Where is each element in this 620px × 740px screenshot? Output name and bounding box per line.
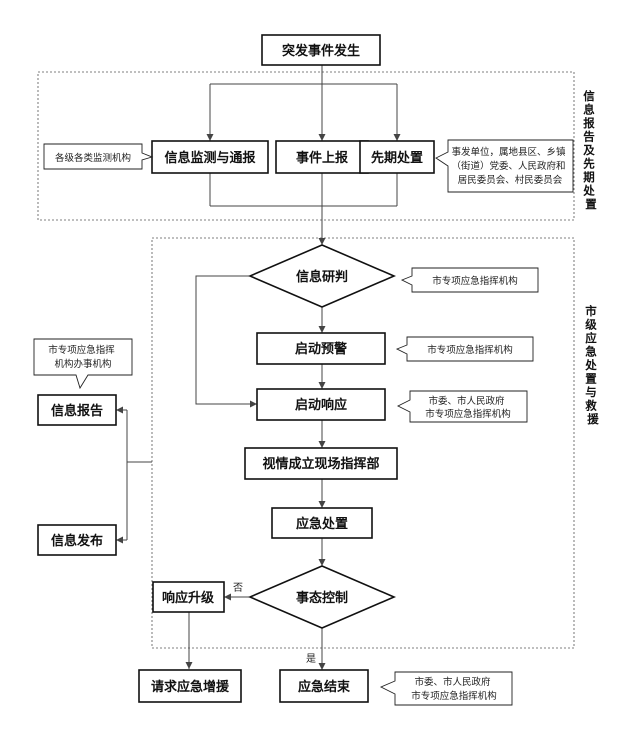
note-respond-org bbox=[396, 390, 528, 423]
initial-box: 先期处置 bbox=[359, 140, 435, 174]
upgrade-box: 响应升级 bbox=[152, 581, 225, 613]
initial-label: 先期处置 bbox=[371, 150, 423, 166]
monitor-box: 信息监测与通报 bbox=[151, 140, 269, 174]
start-box: 突发事件发生 bbox=[261, 34, 381, 66]
note-warn-org-text: 市专项应急指挥机构 bbox=[427, 344, 513, 356]
section-info-report-frame bbox=[37, 71, 575, 221]
command-label: 视情成立现场指挥部 bbox=[262, 456, 379, 472]
respond-label: 启动响应 bbox=[295, 397, 347, 413]
handle-box: 应急处置 bbox=[271, 507, 373, 539]
note-monitor-org bbox=[43, 143, 154, 170]
reinforce-label: 请求应急增援 bbox=[151, 679, 230, 695]
start-label: 突发事件发生 bbox=[282, 43, 360, 59]
judge-label: 信息研判 bbox=[296, 269, 348, 285]
info-publish-label: 信息发布 bbox=[51, 533, 103, 549]
note-judge-org bbox=[400, 267, 539, 293]
control-diamond: 事态控制 bbox=[247, 565, 397, 629]
respond-box: 启动响应 bbox=[256, 388, 386, 421]
end-box: 应急结束 bbox=[279, 669, 369, 703]
command-box: 视情成立现场指挥部 bbox=[244, 447, 398, 480]
note-end-org bbox=[379, 671, 513, 706]
label-no: 否 bbox=[233, 582, 243, 594]
warn-box: 启动预警 bbox=[256, 332, 386, 365]
label-yes: 是 bbox=[306, 653, 316, 665]
section-title-city-response: 市 级 应 急 处 置 与 救 援 bbox=[584, 304, 601, 426]
note-judge-org-text: 市专项应急指挥机构 bbox=[432, 275, 518, 287]
note-report-org bbox=[33, 338, 133, 390]
note-report-org-text: 市专项应急指挥 机构办事机构 bbox=[48, 344, 118, 370]
note-end-org-text: 市委、市人民政府 市专项应急指挥机构 bbox=[411, 676, 497, 702]
note-initial-org-text: 事发单位，属地县区、乡镇 （街道）党委、人民政府和 居民委员会、村民委员会 bbox=[451, 146, 568, 186]
report-up-label: 事件上报 bbox=[296, 150, 349, 166]
info-report-box: 信息报告 bbox=[37, 394, 117, 426]
note-monitor-org-text: 各级各类监测机构 bbox=[55, 152, 131, 164]
handle-label: 应急处置 bbox=[296, 516, 348, 532]
note-respond-org-text: 市委、市人民政府 市专项应急指挥机构 bbox=[425, 395, 511, 420]
report-up-box: 事件上报 bbox=[275, 140, 369, 174]
arrow-judge-to-respond bbox=[195, 275, 257, 408]
monitor-label: 信息监测与通报 bbox=[164, 150, 256, 166]
end-label: 应急结束 bbox=[298, 679, 351, 695]
control-label: 事态控制 bbox=[296, 590, 348, 606]
judge-diamond: 信息研判 bbox=[247, 244, 397, 308]
section-title-info-report: 信 息 报 告 及 先 期 处 置 bbox=[582, 89, 599, 211]
upgrade-label: 响应升级 bbox=[162, 590, 215, 606]
note-warn-org bbox=[395, 336, 534, 362]
note-initial-org bbox=[435, 139, 574, 193]
info-report-label: 信息报告 bbox=[51, 403, 103, 419]
reinforce-box: 请求应急增援 bbox=[138, 669, 242, 703]
info-publish-box: 信息发布 bbox=[37, 524, 117, 556]
warn-label: 启动预警 bbox=[295, 341, 347, 357]
